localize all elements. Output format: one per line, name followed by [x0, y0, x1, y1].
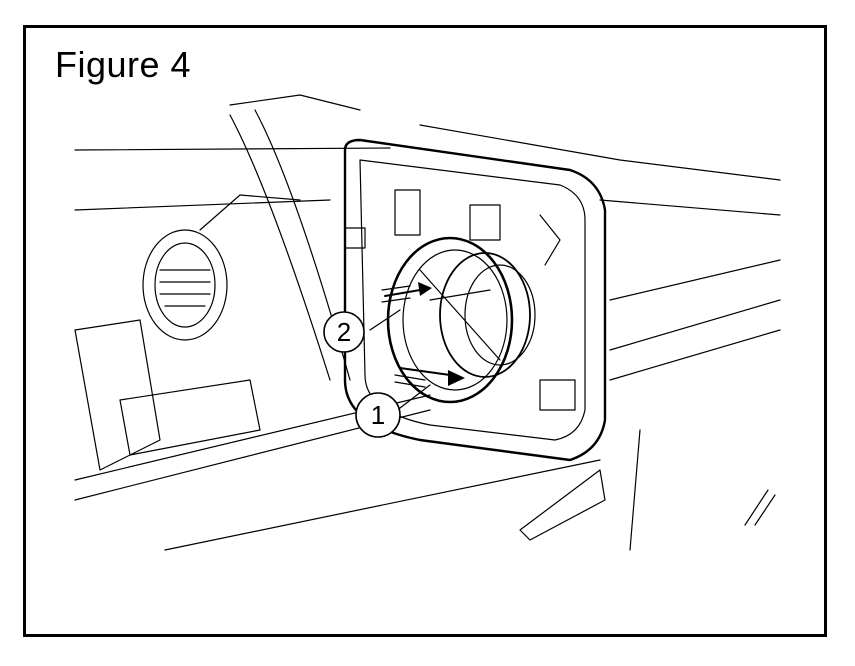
door-lower-line: [164, 459, 601, 551]
door-edge: [629, 429, 641, 551]
dash-panel-left: [74, 319, 161, 471]
a-pillar-outer: [229, 114, 331, 381]
callout-1-circle: [355, 392, 401, 438]
arrow-2-shaft: [384, 289, 421, 297]
body-line-3: [609, 259, 781, 301]
dashboard-line-top: [74, 147, 391, 151]
air-vent-louvers: [159, 269, 211, 307]
bracket-2: [469, 204, 501, 241]
dashboard-line-2: [74, 199, 331, 211]
lower-trim: [519, 469, 606, 541]
body-line-2: [599, 199, 781, 216]
motor-details: [419, 269, 501, 361]
callout-2-label: 2: [337, 317, 351, 347]
dash-top-bracket: [199, 194, 301, 231]
hatch-marks: [744, 489, 776, 526]
bracket-3: [539, 214, 561, 266]
air-vent-inner: [154, 242, 216, 328]
figure-title: Figure 4: [55, 44, 192, 85]
motor-face: [464, 264, 536, 366]
clip-left: [344, 227, 366, 249]
dash-panel-mid: [119, 379, 261, 456]
motor-ring-outer: [386, 236, 514, 404]
arrow-1-shaft: [399, 367, 451, 376]
motor-ring-inner: [402, 249, 508, 391]
body-line-5: [609, 329, 781, 381]
leader-1: [399, 384, 431, 409]
motor-body: [439, 252, 531, 378]
callout-1-label: 1: [371, 400, 385, 430]
body-line-upper: [419, 124, 781, 181]
callout-2-circle: [323, 311, 365, 353]
air-vent-outer: [142, 229, 228, 341]
leader-2: [369, 309, 401, 331]
arrow-2-head: [418, 282, 432, 296]
arrow-1-head: [448, 370, 465, 386]
roof-line: [229, 94, 361, 111]
body-line-4: [609, 299, 781, 351]
bracket-1: [394, 189, 421, 236]
connector: [539, 379, 576, 411]
motion-marks-1: [394, 374, 426, 388]
figure-frame: [23, 25, 827, 637]
motion-marks-2: [381, 285, 411, 303]
